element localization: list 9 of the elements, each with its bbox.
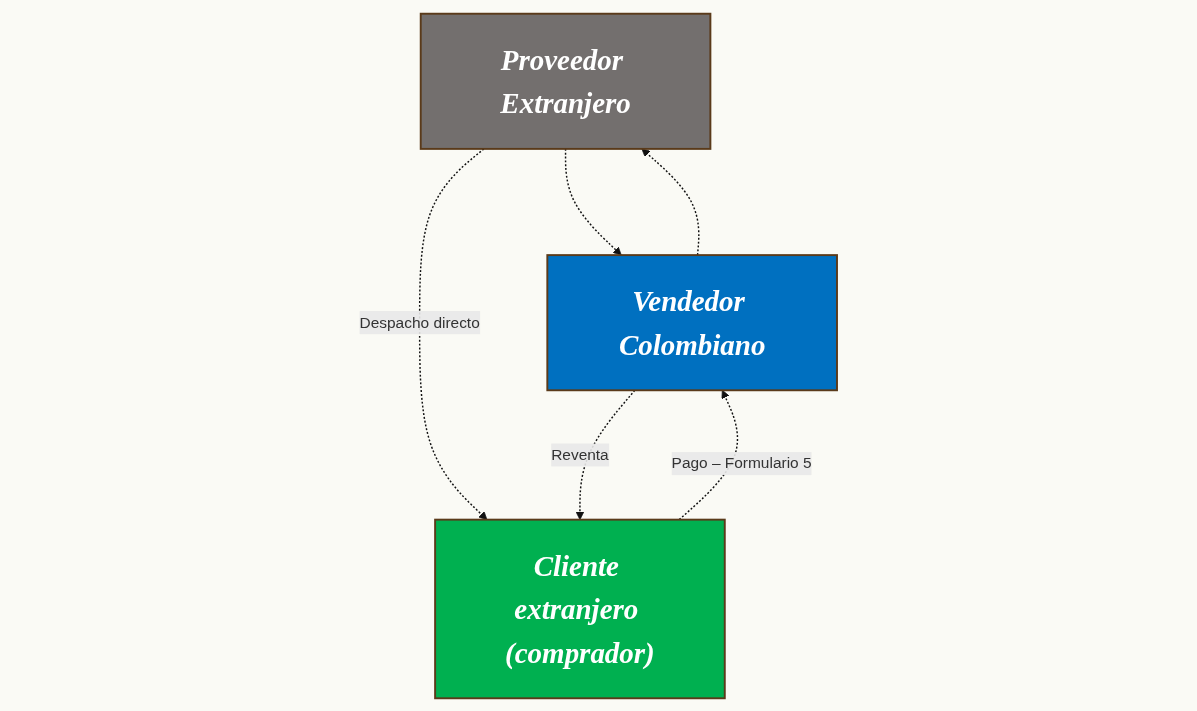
arrow <box>565 147 622 255</box>
node-box: Vendedor Colombiano <box>546 253 839 391</box>
edge-label: Despacho directo <box>359 313 480 330</box>
arrow <box>575 389 636 520</box>
arrow <box>678 389 739 520</box>
node-box: Proveedor Extranjero <box>420 12 712 150</box>
node-box: Cliente extranjero (comprador) <box>434 518 726 699</box>
edge-label: Reventa <box>551 445 609 463</box>
edge-label: Pago – Formulario 5 <box>671 454 812 471</box>
